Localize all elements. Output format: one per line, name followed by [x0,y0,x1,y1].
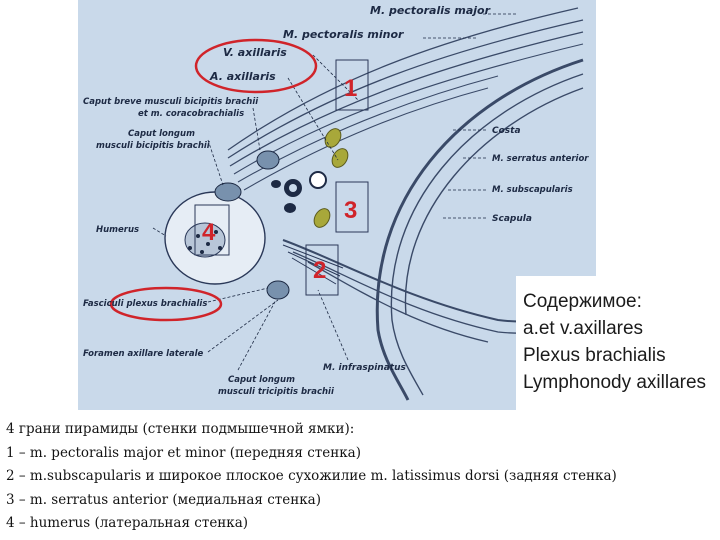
contents-title: Содержимое: [523,291,642,312]
highlights [109,38,369,322]
contents-item: Plexus brachialis [523,345,666,366]
caption: 4 грани пирамиды (стенки подмышечной ямк… [6,418,714,536]
label-triceps-2: musculi tricipitis brachii [218,387,335,397]
vessels-nerves [214,150,327,300]
anatomy-diagram: 1 3 2 4 M. pectoralis major M. pectorali… [78,0,596,410]
label-scapula: Scapula [492,214,532,224]
caption-line: 4 – humerus (латеральная стенка) [6,515,249,531]
contents-item: a.et v.axillares [523,318,644,339]
wall-number-1: 1 [344,75,357,102]
hatched-region [282,244,344,285]
chest-wall [375,58,584,401]
contents-item: Lymphonody axillares [523,372,707,393]
wall-number-4: 4 [202,219,216,246]
label-pectoralis-major: M. pectoralis major [370,4,491,17]
label-a-axillaris: A. axillaris [209,70,276,83]
label-caput-longum-2: musculi bicipitis brachii [96,141,211,151]
lymph-nodes [313,128,349,228]
label-humerus: Humerus [96,225,139,235]
label-caput-breve-1: Caput breve musculi bicipitis brachii [83,97,259,107]
wall-number-2: 2 [313,257,326,284]
label-infraspinatus: M. infraspinatus [323,363,407,373]
wall-number-3: 3 [344,197,357,224]
label-costa: Costa [492,126,521,136]
label-subscapularis: M. subscapularis [492,185,573,195]
caption-line: 2 – m.subscapularis и широкое плоское су… [6,468,617,484]
label-v-axillaris: V. axillaris [223,46,287,59]
caption-line: 3 – m. serratus anterior (медиальная сте… [6,491,321,508]
caption-line: 4 грани пирамиды (стенки подмышечной ямк… [6,421,355,437]
label-fasciculi-plexus: Fasciculi plexus brachialis [83,299,207,309]
label-pectoralis-minor: M. pectoralis minor [283,28,404,41]
label-foramen-axillare: Foramen axillare laterale [83,349,203,359]
pectoral-muscles [227,7,584,191]
caption-line: 1 – m. pectoralis major et minor (передн… [6,444,361,461]
label-caput-longum-1: Caput longum [128,129,195,139]
label-caput-breve-2: et m. coracobrachialis [138,109,244,119]
label-serratus-anterior: M. serratus anterior [492,154,589,164]
contents-box: Содержимое: a.et v.axillares Plexus brac… [516,276,720,410]
label-triceps-1: Caput longum [228,375,295,385]
leader-lines [152,13,518,371]
